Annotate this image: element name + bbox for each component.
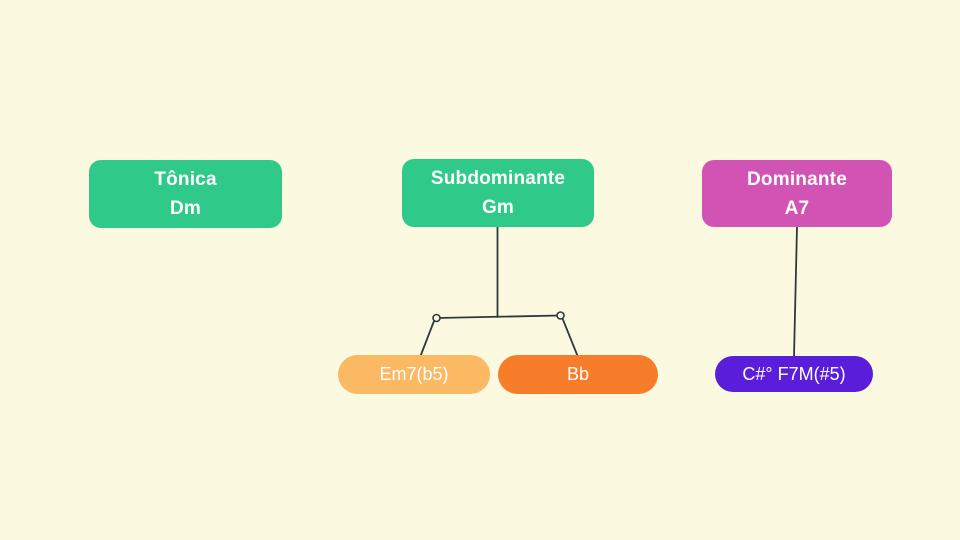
node-dominante-title: Dominante <box>747 168 847 190</box>
edge-endpoint-left <box>432 313 441 323</box>
edge-to-bb <box>561 317 579 358</box>
edge-endpoint-right <box>556 311 565 320</box>
node-bb-label: Bb <box>566 364 590 384</box>
node-dominante-subtitle: A7 <box>784 197 810 219</box>
node-subdominante-subtitle: Gm <box>481 197 515 218</box>
node-subdominante-title: Subdominante <box>430 168 566 189</box>
node-tonica-subtitle: Dm <box>169 198 201 219</box>
node-tonica[interactable]: Tônica Dm <box>89 160 282 228</box>
node-tonica-title: Tônica <box>154 169 217 190</box>
edge-dominante-to-sub <box>793 226 798 358</box>
node-subdominante[interactable]: Subdominante Gm <box>402 159 594 227</box>
edge-to-em7b5 <box>419 320 435 357</box>
node-dominant-sub-label: C#° F7M(#5) <box>742 363 846 384</box>
node-dominant-sub[interactable]: C#° F7M(#5) <box>715 356 873 392</box>
node-dominante[interactable]: Dominante A7 <box>702 160 892 227</box>
edge-branch-bar <box>436 314 561 319</box>
node-em7b5[interactable]: Em7(b5) <box>338 355 490 394</box>
node-em7b5-label: Em7(b5) <box>379 364 449 384</box>
node-bb[interactable]: Bb <box>498 355 658 394</box>
